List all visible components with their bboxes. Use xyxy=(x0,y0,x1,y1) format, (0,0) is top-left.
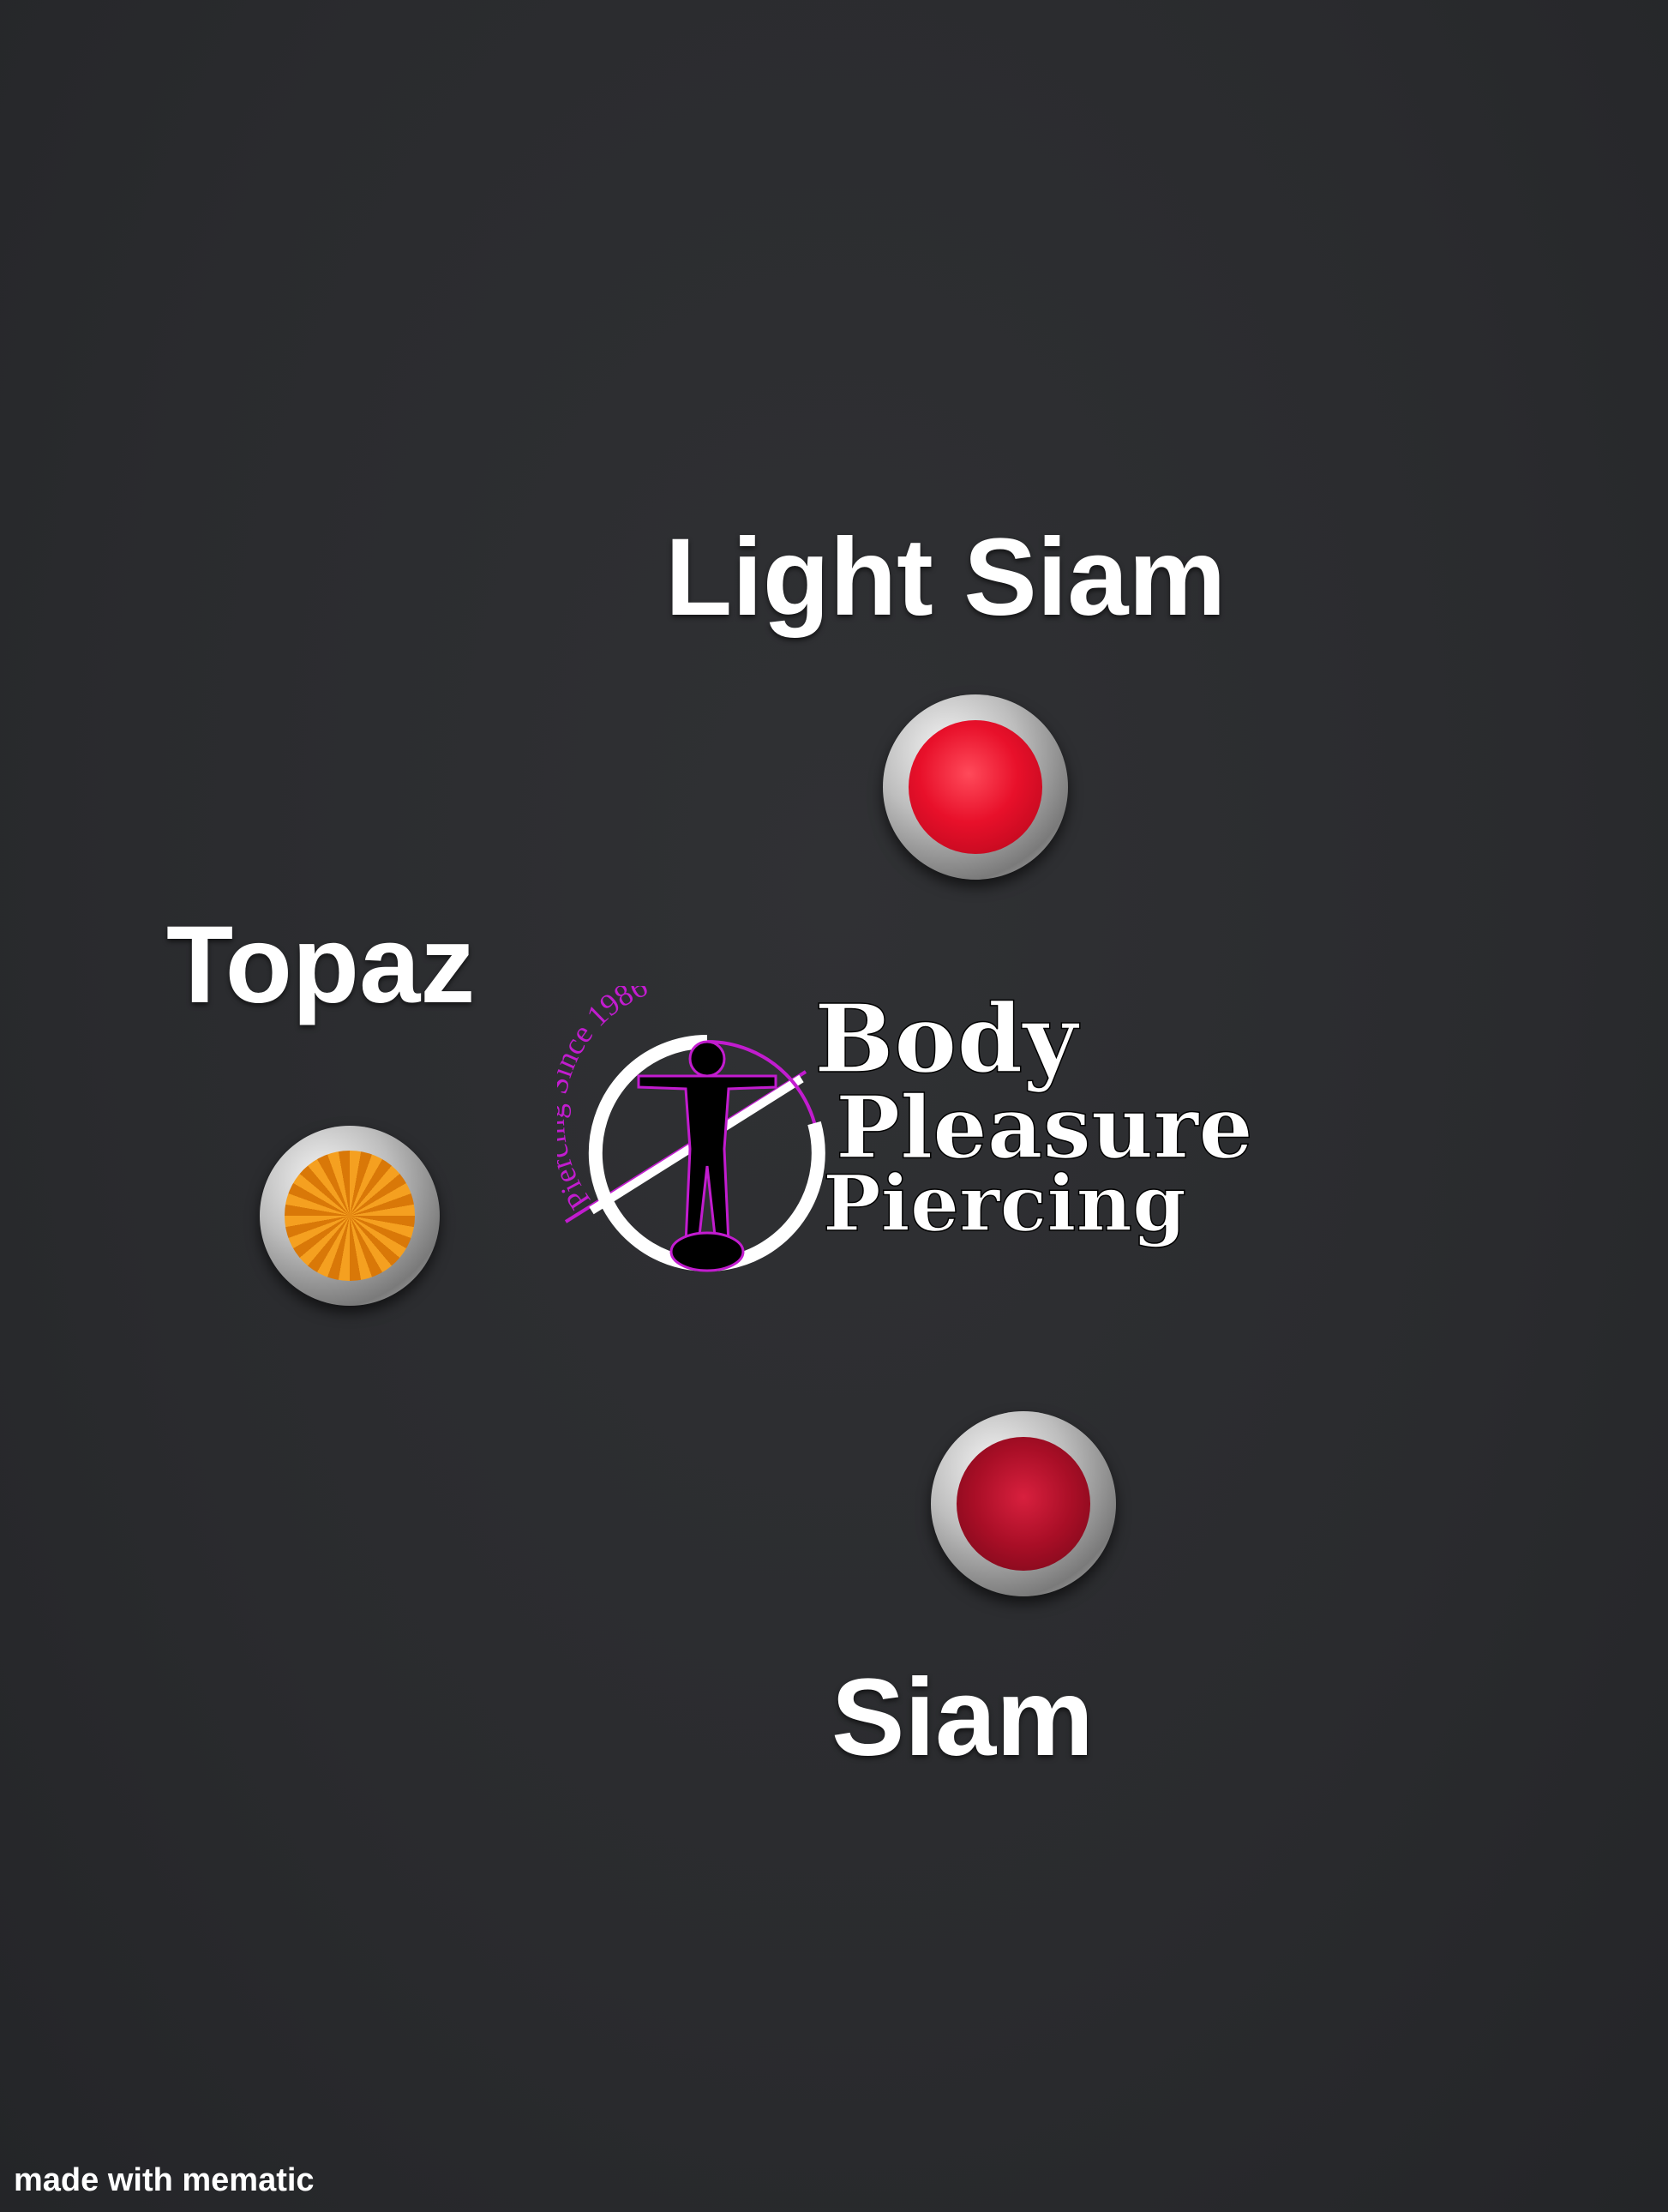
figure-silhouette-icon xyxy=(637,1040,777,1272)
label-siam: Siam xyxy=(831,1656,1094,1779)
gem-siam xyxy=(931,1411,1116,1596)
logo-line-piercing: Piercing xyxy=(823,1158,1186,1249)
gem-light-siam xyxy=(883,694,1068,880)
brand-logo: Piercing Since 1986 Body Pleasure Pierci… xyxy=(557,986,1251,1272)
watermark: made with mematic xyxy=(14,2162,315,2198)
label-light-siam: Light Siam xyxy=(665,516,1227,639)
stone-siam xyxy=(957,1437,1090,1571)
logo-line-pleasure: Pleasure xyxy=(836,1077,1251,1178)
logo-line-body: Body xyxy=(814,986,1080,1094)
gem-topaz xyxy=(260,1126,440,1306)
stone-light-siam xyxy=(909,720,1042,854)
label-topaz: Topaz xyxy=(166,904,476,1026)
stone-topaz xyxy=(285,1151,415,1281)
